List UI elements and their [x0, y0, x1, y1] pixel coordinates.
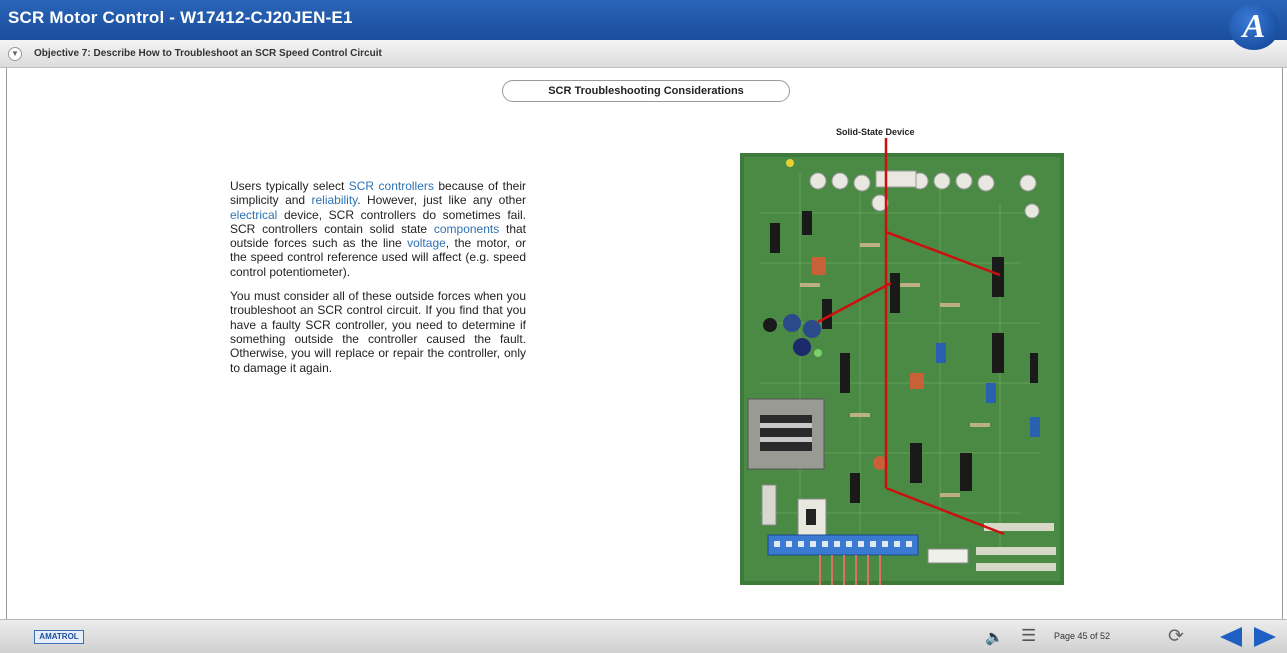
paragraph-1: Users typically select SCR controllers b… [230, 179, 526, 279]
figure-callout-label: Solid-State Device [836, 127, 915, 137]
circuit-board-photo [740, 153, 1064, 585]
title-bar: SCR Motor Control - W17412-CJ20JEN-E1 [0, 0, 1287, 40]
glossary-link-voltage[interactable]: voltage [407, 236, 446, 251]
page-indicator: Page 45 of 52 [1054, 631, 1111, 641]
glossary-link-electrical[interactable]: electrical [230, 207, 278, 222]
sound-icon[interactable]: 🔈 [985, 629, 1004, 646]
glossary-link-components[interactable]: components [433, 221, 500, 236]
objective-bar[interactable]: ▼ Objective 7: Describe How to Troublesh… [0, 40, 1287, 68]
content-frame [6, 68, 1283, 620]
body-text: Users typically select SCR controllers b… [230, 179, 526, 385]
text-run: because of their simplicity and [230, 179, 526, 208]
glossary-link-reliability[interactable]: reliability [311, 193, 358, 208]
section-title: SCR Troubleshooting Considerations [502, 80, 790, 102]
refresh-icon[interactable]: ⟳ [1168, 626, 1184, 647]
course-title: SCR Motor Control - W17412-CJ20JEN-E1 [8, 8, 353, 27]
text-run: that outside forces such as the line [230, 221, 527, 251]
amatrol-a-logo-icon: A [1229, 4, 1279, 50]
paragraph-2: You must consider all of these outside f… [230, 289, 526, 375]
objective-title: Objective 7: Describe How to Troubleshoo… [34, 48, 382, 59]
text-run: Users typically select [230, 179, 349, 193]
chevron-down-icon[interactable]: ▼ [8, 47, 22, 61]
text-run: device, SCR controllers do sometimes fai… [230, 207, 526, 236]
text-run: , the motor, or the speed control refere… [230, 236, 526, 279]
glossary-link-scr-controllers[interactable]: SCR controllers [348, 179, 434, 193]
next-arrow-icon[interactable] [1252, 626, 1278, 648]
footer-bar: AMATROL 🔈 ☰ Page 45 of 52 ⟳ [0, 619, 1287, 653]
menu-icon[interactable]: ☰ [1021, 626, 1037, 645]
prev-arrow-icon[interactable] [1218, 626, 1244, 648]
text-run: . However, just like any other [357, 193, 526, 208]
amatrol-brand-logo: AMATROL [34, 630, 84, 644]
